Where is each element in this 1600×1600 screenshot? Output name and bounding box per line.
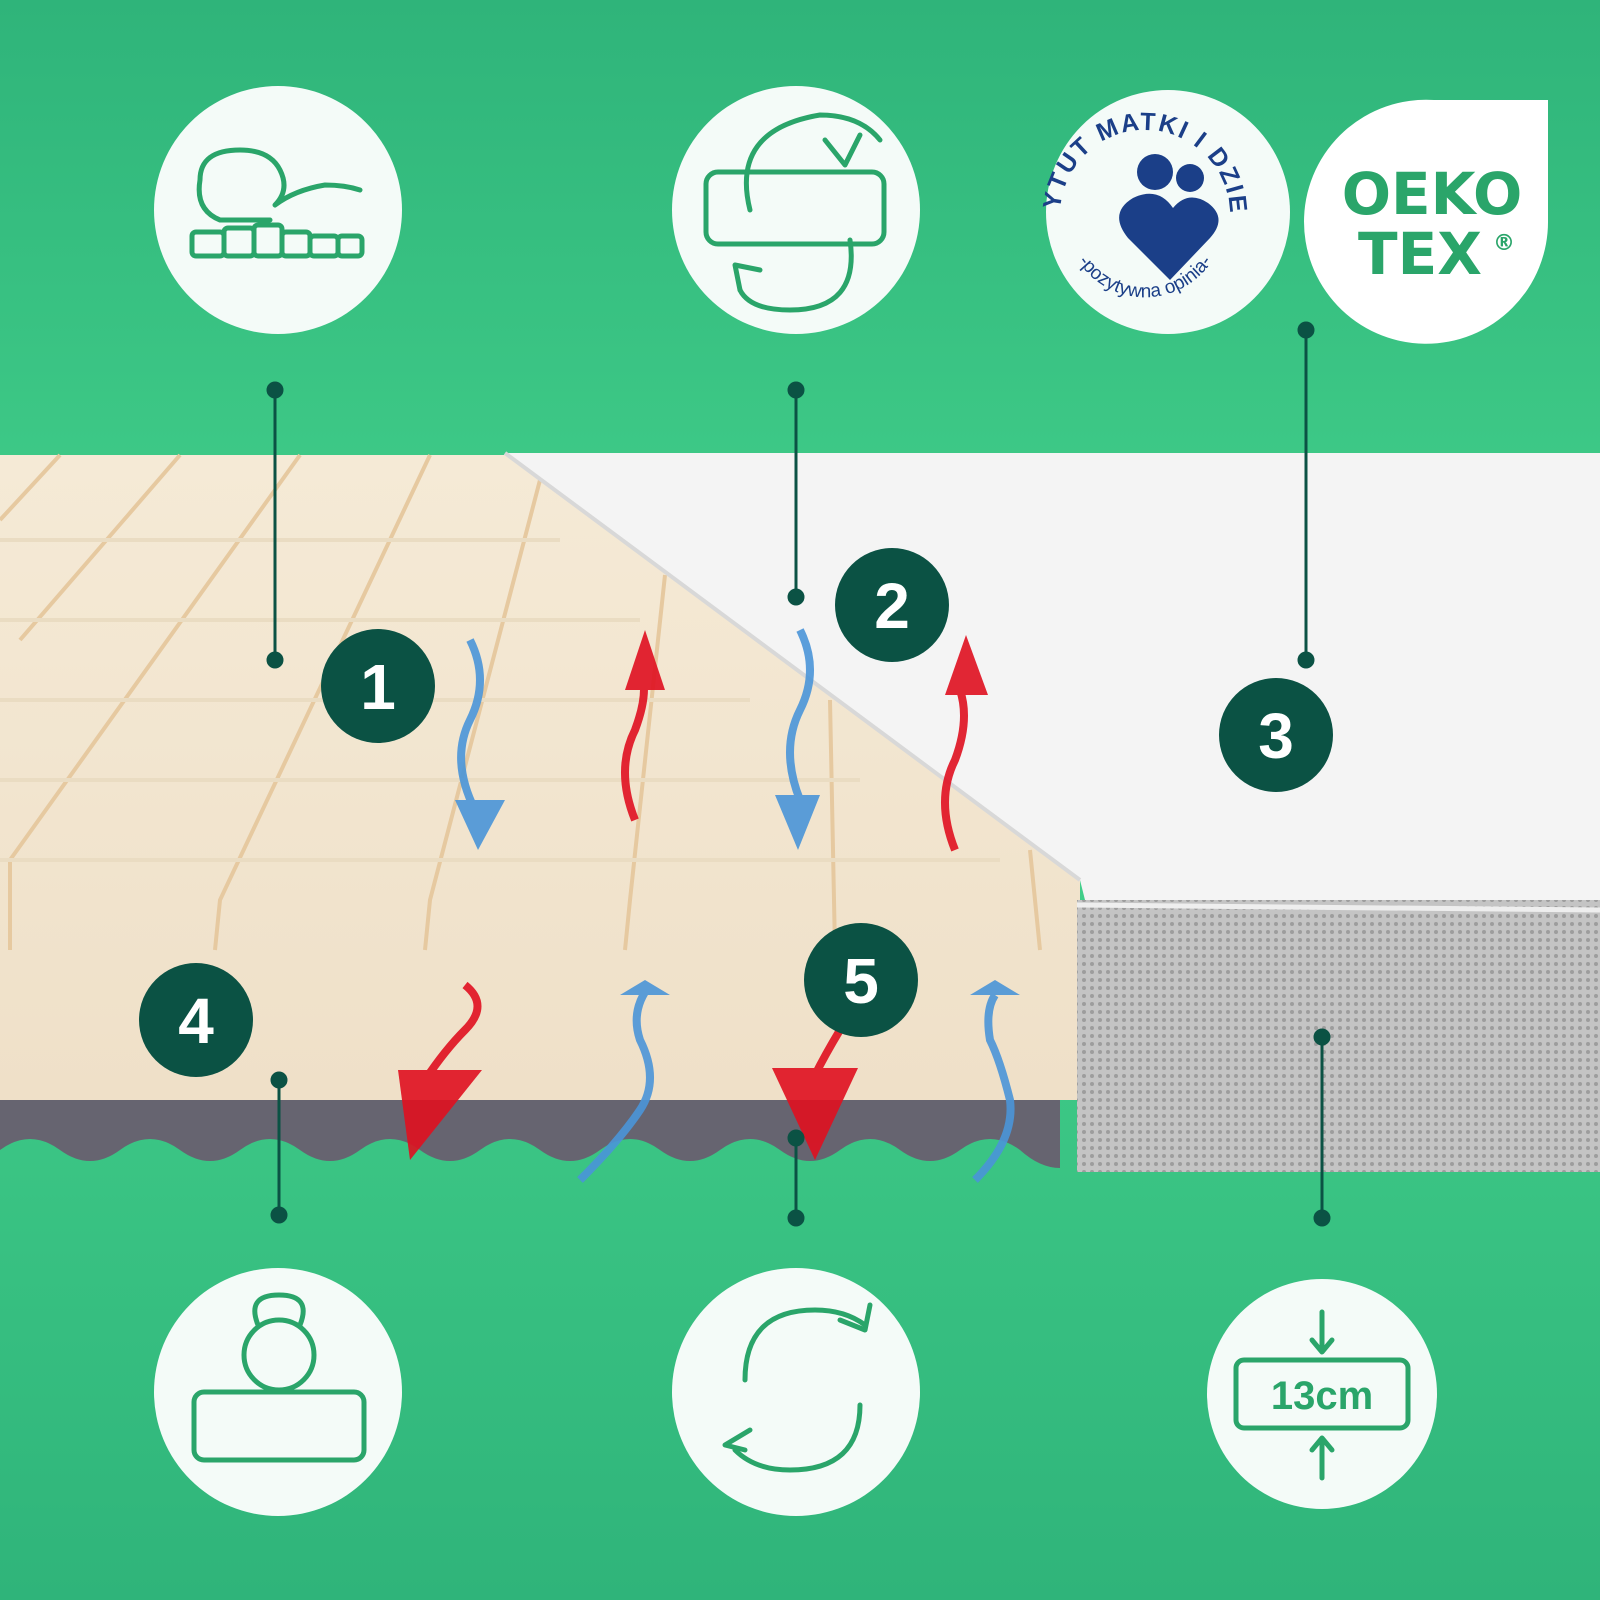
cold-arrow-down: [786, 628, 814, 802]
weight-on-mattress-icon: [154, 1268, 402, 1516]
height-icon: 13cm: [1207, 1279, 1437, 1509]
svg-text:2: 2: [874, 570, 910, 642]
cold-arrow-up: [577, 982, 654, 1183]
svg-text:1: 1: [360, 651, 396, 723]
svg-text:®: ®: [1493, 231, 1515, 256]
cold-arrow-down: [457, 638, 484, 812]
cover-side-mesh: [1077, 900, 1600, 1172]
svg-text:13cm: 13cm: [1271, 1374, 1373, 1418]
flip-mattress-icon: [672, 86, 920, 334]
airflow-arrows: [398, 628, 1020, 1183]
badge-1: 1: [321, 629, 435, 743]
badge-3: 3: [1219, 678, 1333, 792]
badge-4: 4: [139, 963, 253, 1077]
svg-text:TEX: TEX: [1358, 220, 1482, 288]
svg-text:5: 5: [843, 945, 879, 1017]
cover-top: [505, 453, 1600, 900]
badge-2: 2: [835, 548, 949, 662]
svg-text:OEKO: OEKO: [1342, 160, 1523, 228]
hot-arrow-down: [421, 981, 482, 1083]
rotate-arrows-icon: [672, 1268, 920, 1516]
leader-lines: [266, 321, 1331, 1227]
badge-5: 5: [804, 923, 918, 1037]
hot-arrow-up: [941, 688, 968, 852]
mattress: [0, 451, 1600, 1172]
cold-arrow-up: [972, 992, 1015, 1183]
svg-text:4: 4: [178, 985, 214, 1057]
foam-layer: [0, 455, 1080, 1100]
baby-on-mattress-icon: [154, 86, 402, 334]
oeko-tex-logo: OEKO TEX ®: [1304, 99, 1549, 344]
svg-text:3: 3: [1258, 700, 1294, 772]
